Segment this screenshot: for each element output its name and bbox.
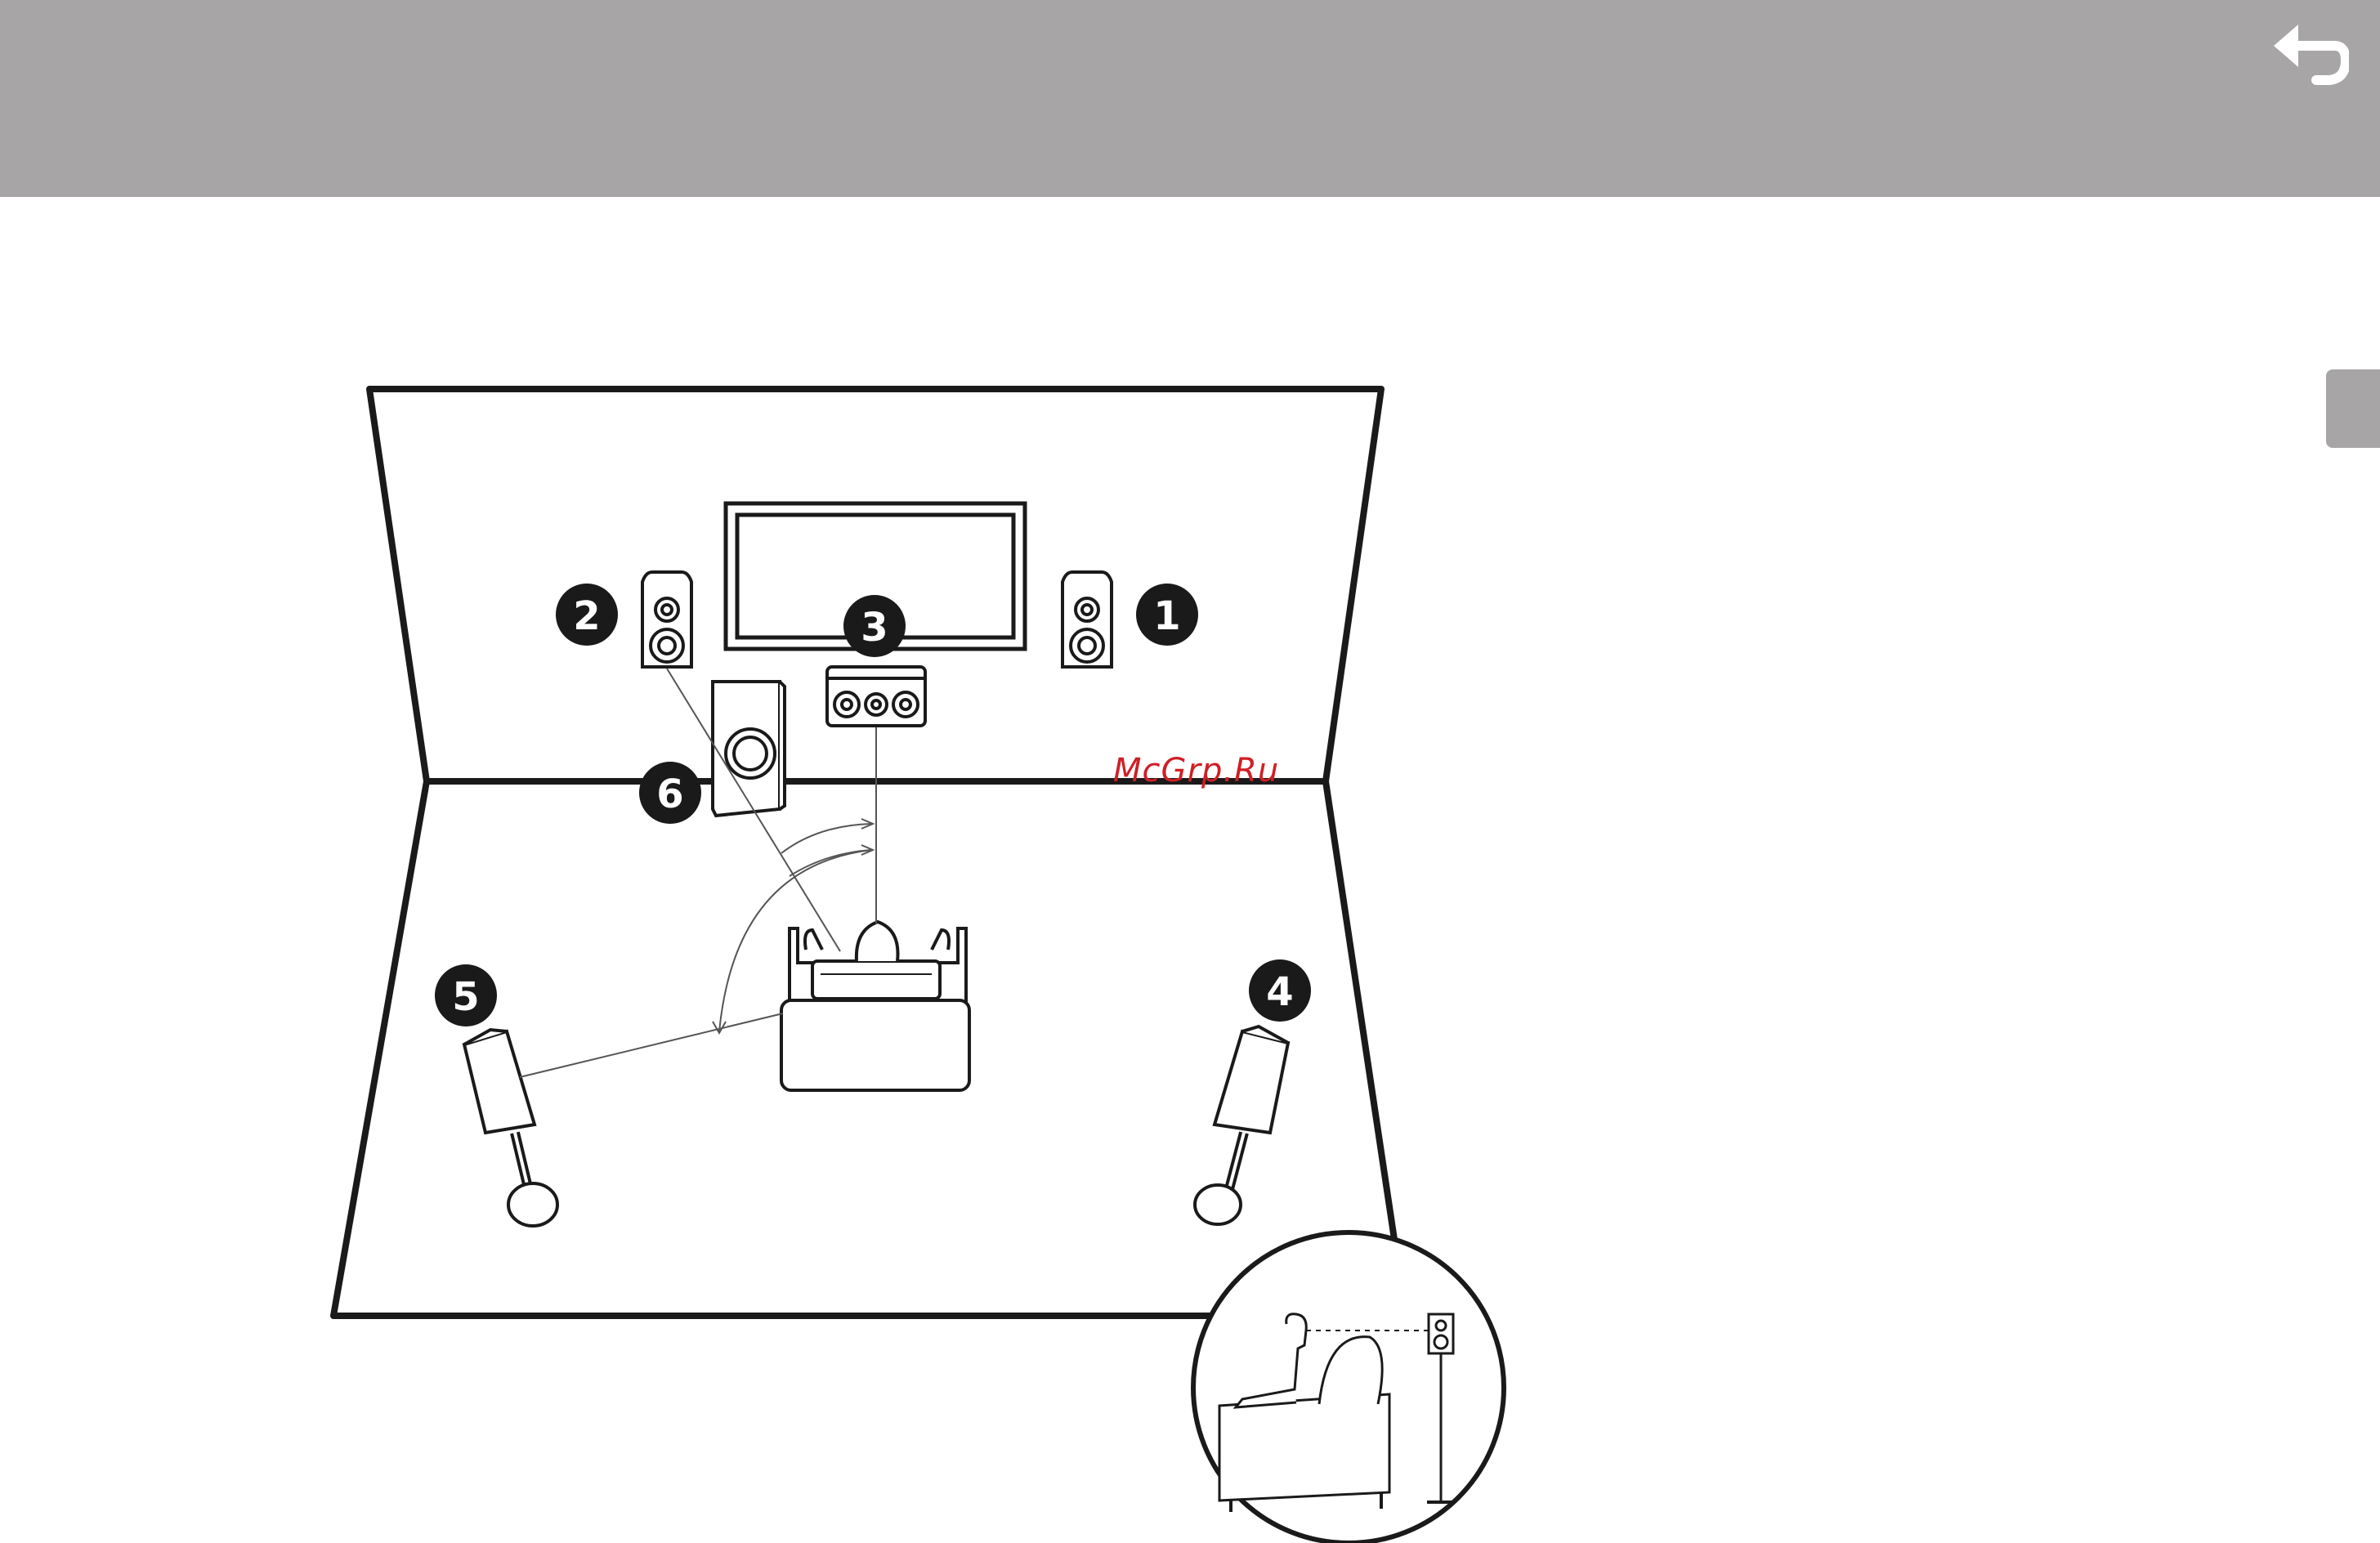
center-speaker	[827, 667, 925, 726]
surround-right-speaker	[1195, 1026, 1288, 1224]
badge-4: 4	[1249, 959, 1311, 1022]
watermark-text: McGrp.Ru	[1113, 752, 1279, 789]
badge-6-label: 6	[656, 772, 683, 817]
front-left-speaker	[642, 572, 691, 667]
front-right-speaker	[1062, 572, 1112, 667]
listener-sofa	[781, 922, 969, 1090]
surround-left-speaker	[464, 1030, 557, 1226]
badge-5-label: 5	[452, 974, 479, 1020]
badge-3: 3	[843, 595, 906, 657]
badge-5: 5	[435, 964, 497, 1026]
badge-4-label: 4	[1266, 969, 1293, 1015]
badge-6: 6	[639, 762, 701, 824]
badge-2: 2	[556, 584, 618, 646]
badge-3-label: 3	[861, 605, 888, 651]
badge-1-label: 1	[1153, 593, 1180, 639]
subwoofer	[713, 682, 785, 816]
side-view-inset	[1193, 1232, 1504, 1543]
badge-1: 1	[1136, 584, 1198, 646]
badge-2-label: 2	[573, 593, 600, 639]
